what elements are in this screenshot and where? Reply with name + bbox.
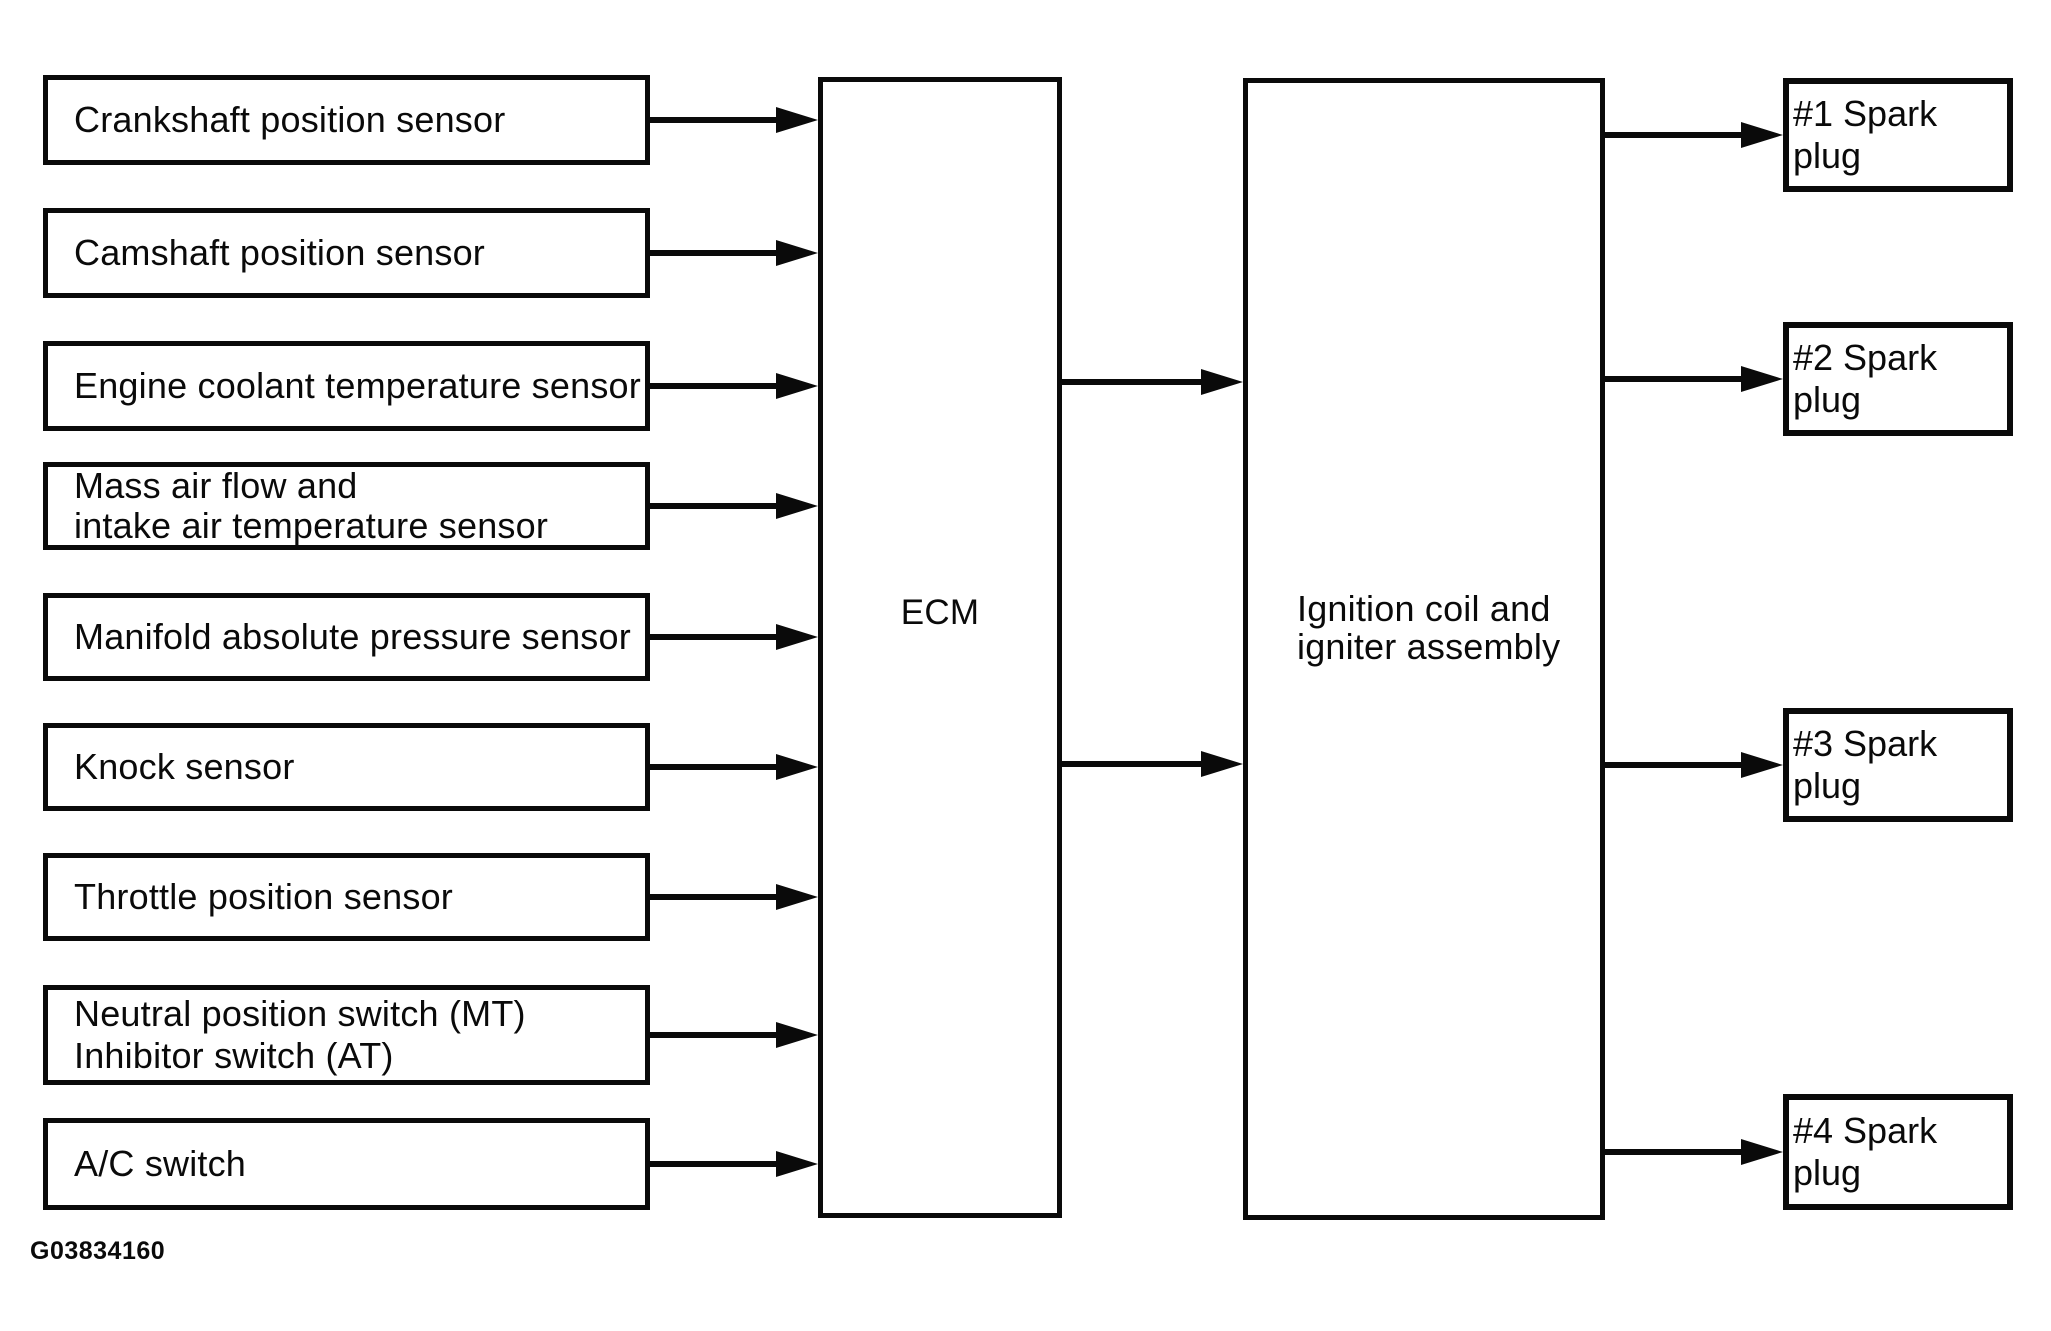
sensor-label: Mass air flow and intake air temperature… [74,465,549,546]
ecm-label: ECM [900,593,980,632]
arrow-throttle-to-ecm [650,884,818,910]
arrow-neutral-switch-to-ecm [650,1022,818,1048]
sensor-label: Crankshaft position sensor [74,99,506,140]
arrow-igniter-to-spark-plug-4 [1605,1139,1783,1165]
spark-plug-3-box: #3 Spark plug [1783,708,2013,822]
sensor-label: Neutral position switch (MT) Inhibitor s… [74,993,526,1076]
spark-plug-4-box: #4 Spark plug [1783,1094,2013,1210]
arrow-knock-to-ecm [650,754,818,780]
spark-plug-label: #1 Spark plug [1793,93,1938,176]
arrow-ac-switch-to-ecm [650,1151,818,1177]
sensor-box-manifold-absolute-pressure: Manifold absolute pressure sensor [43,593,650,681]
switch-box-ac: A/C switch [43,1118,650,1210]
spark-plug-1-box: #1 Spark plug [1783,78,2013,192]
sensor-label: Throttle position sensor [74,876,453,917]
arrow-mass-air-flow-to-ecm [650,493,818,519]
sensor-box-engine-coolant-temperature: Engine coolant temperature sensor [43,341,650,431]
arrow-igniter-to-spark-plug-3 [1605,752,1783,778]
spark-plug-2-box: #2 Spark plug [1783,322,2013,436]
ignition-coil-igniter-label: Ignition coil and igniter assembly [1297,588,1561,667]
arrow-igniter-to-spark-plug-1 [1605,122,1783,148]
arrow-igniter-to-spark-plug-2 [1605,366,1783,392]
ecm-box: ECM [818,77,1062,1218]
switch-box-neutral-position-inhibitor: Neutral position switch (MT) Inhibitor s… [43,985,650,1085]
arrow-crankshaft-to-ecm [650,107,818,133]
sensor-box-knock: Knock sensor [43,723,650,811]
spark-plug-label: #3 Spark plug [1793,723,1938,806]
sensor-label: Manifold absolute pressure sensor [74,616,631,657]
arrow-manifold-pressure-to-ecm [650,624,818,650]
sensor-label: A/C switch [74,1143,247,1184]
arrow-ecm-to-igniter-upper [1062,369,1243,395]
sensor-box-throttle-position: Throttle position sensor [43,853,650,941]
figure-id-caption: G03834160 [30,1237,166,1265]
arrow-coolant-temp-to-ecm [650,373,818,399]
sensor-box-crankshaft-position: Crankshaft position sensor [43,75,650,165]
sensor-label: Engine coolant temperature sensor [74,365,641,406]
spark-plug-label: #2 Spark plug [1793,337,1938,420]
sensor-label: Knock sensor [74,746,295,787]
arrow-ecm-to-igniter-lower [1062,751,1243,777]
sensor-label: Camshaft position sensor [74,232,485,273]
arrow-camshaft-to-ecm [650,240,818,266]
sensor-box-camshaft-position: Camshaft position sensor [43,208,650,298]
ignition-coil-igniter-box: Ignition coil and igniter assembly [1243,78,1605,1220]
spark-plug-label: #4 Spark plug [1793,1110,1938,1193]
sensor-box-mass-air-flow-intake-air-temperature: Mass air flow and intake air temperature… [43,462,650,550]
